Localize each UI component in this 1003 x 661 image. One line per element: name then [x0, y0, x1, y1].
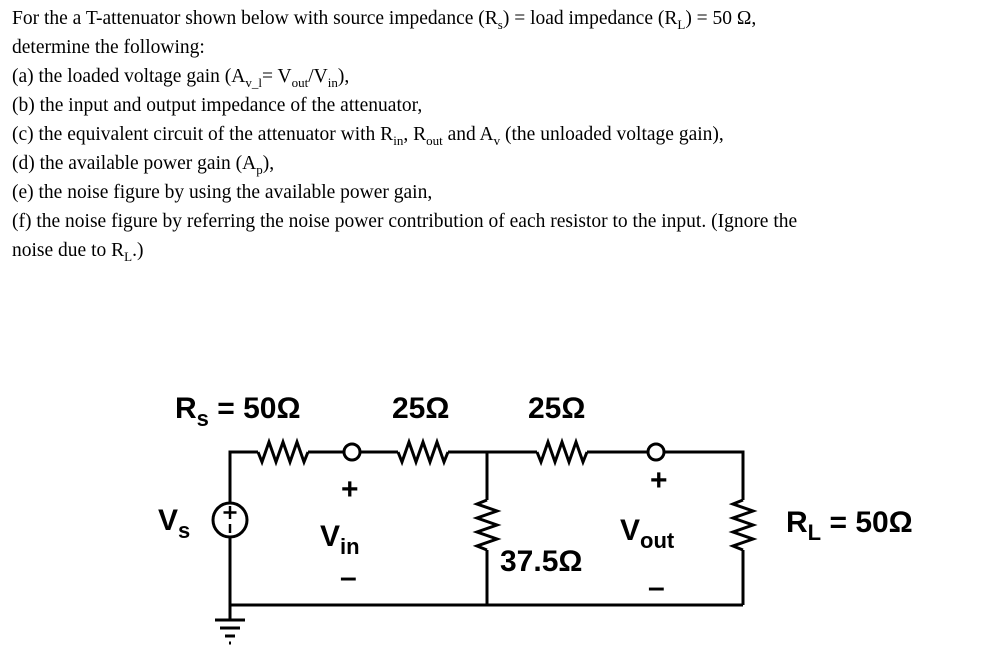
item-e: (e) the noise figure by using the availa…: [12, 182, 433, 203]
vout-minus: –: [648, 571, 665, 604]
source-plus-icon: [223, 506, 237, 519]
item-d-sub1: p: [256, 161, 263, 177]
item-a-sub3: in: [327, 74, 338, 90]
r1-resistor: [396, 437, 450, 467]
intro-line-2: determine the following:: [12, 37, 205, 58]
vout-label: Vout: [620, 514, 675, 553]
item-d: (d) the available power gain (Ap),: [12, 149, 992, 178]
item-a-sub2: out: [291, 74, 309, 90]
r2-label: 25Ω: [528, 392, 585, 425]
ground-icon: [215, 618, 245, 645]
item-f-continued: noise due to RL.): [12, 236, 992, 265]
item-c-text2: , R: [403, 124, 427, 145]
vout-terminal: [646, 442, 666, 462]
item-f2-text: noise due to R: [12, 240, 125, 261]
item-a: (a) the loaded voltage gain (Av_l= Vout/…: [12, 62, 992, 91]
item-c: (c) the equivalent circuit of the attenu…: [12, 120, 992, 149]
rs-label: Rs = 50Ω: [175, 392, 301, 431]
item-c-text4: (the unloaded voltage gain),: [500, 124, 724, 145]
item-d-text: (d) the available power gain (A: [12, 153, 257, 174]
r1-label: 25Ω: [392, 392, 449, 425]
top-wire-left: [228, 450, 258, 503]
rl-label: RL = 50Ω: [786, 506, 913, 545]
item-d-text2: ),: [262, 153, 275, 174]
item-a-text4: ),: [337, 66, 350, 87]
vin-minus: –: [340, 561, 357, 594]
intro-text-middle: ) = load impedance (R: [502, 8, 678, 29]
shunt-resistor: [472, 498, 502, 552]
r2-resistor: [535, 437, 589, 467]
vin-plus: +: [341, 473, 359, 506]
problem-statement: For the a T-attenuator shown below with …: [12, 4, 992, 265]
item-c-text: (c) the equivalent circuit of the attenu…: [12, 124, 394, 145]
intro-text-end: ) = 50 Ω,: [685, 8, 757, 29]
vin-label: Vin: [320, 520, 360, 559]
item-a-text3: /V: [308, 66, 328, 87]
item-a-text2: = V: [262, 66, 292, 87]
rl-resistor: [728, 498, 758, 552]
intro-line: For the a T-attenuator shown below with …: [12, 4, 992, 33]
vin-terminal: [342, 442, 362, 462]
item-c-sub1: in: [393, 132, 404, 148]
rl-subscript: L: [677, 16, 686, 32]
rs-subscript: s: [497, 16, 503, 32]
item-f2-sub1: L: [124, 248, 133, 264]
item-c-sub2: out: [426, 132, 443, 148]
item-c-text3: and A: [442, 124, 494, 145]
item-a-text: (a) the loaded voltage gain (A: [12, 66, 246, 87]
item-b: (b) the input and output impedance of th…: [12, 95, 423, 116]
r3-label: 37.5Ω: [500, 545, 582, 578]
item-c-sub3: v: [493, 132, 501, 148]
item-f: (f) the noise figure by referring the no…: [12, 211, 798, 232]
item-f2-text2: .): [132, 240, 144, 261]
rs-resistor: [256, 437, 310, 467]
item-a-sub1: v_l: [245, 74, 262, 90]
vs-label: Vs: [158, 504, 190, 543]
intro-text: For the a T-attenuator shown below with …: [12, 8, 498, 29]
wire-vout-to-rl: [664, 450, 745, 500]
vout-plus: +: [650, 464, 668, 497]
